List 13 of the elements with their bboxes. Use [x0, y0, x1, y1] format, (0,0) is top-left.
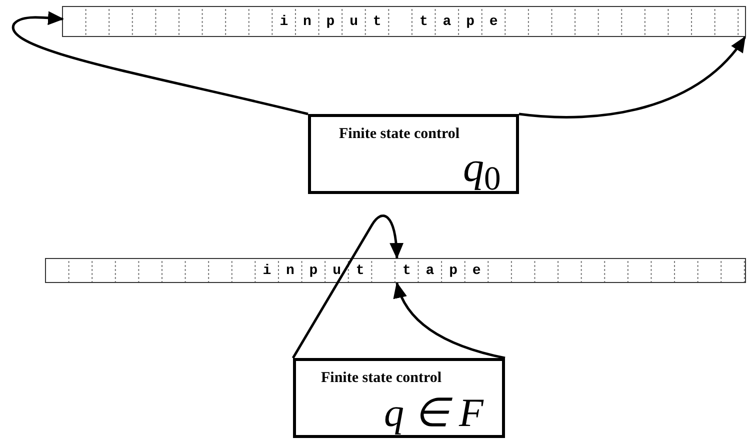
tape-label: input tape — [280, 14, 513, 30]
control-box — [308, 114, 519, 194]
state-symbol: q ∈ F — [384, 393, 484, 433]
tape-strip — [45, 258, 746, 283]
arrow — [12, 11, 308, 116]
state-symbol: q$_{0}$ — [463, 147, 501, 196]
tape-strip — [62, 6, 746, 37]
control-box — [293, 358, 505, 438]
box-heading: Finite state control — [339, 126, 460, 143]
arrow — [518, 36, 746, 118]
arrow — [394, 282, 506, 360]
box-heading: Finite state control — [321, 370, 442, 387]
arrow — [292, 214, 404, 359]
